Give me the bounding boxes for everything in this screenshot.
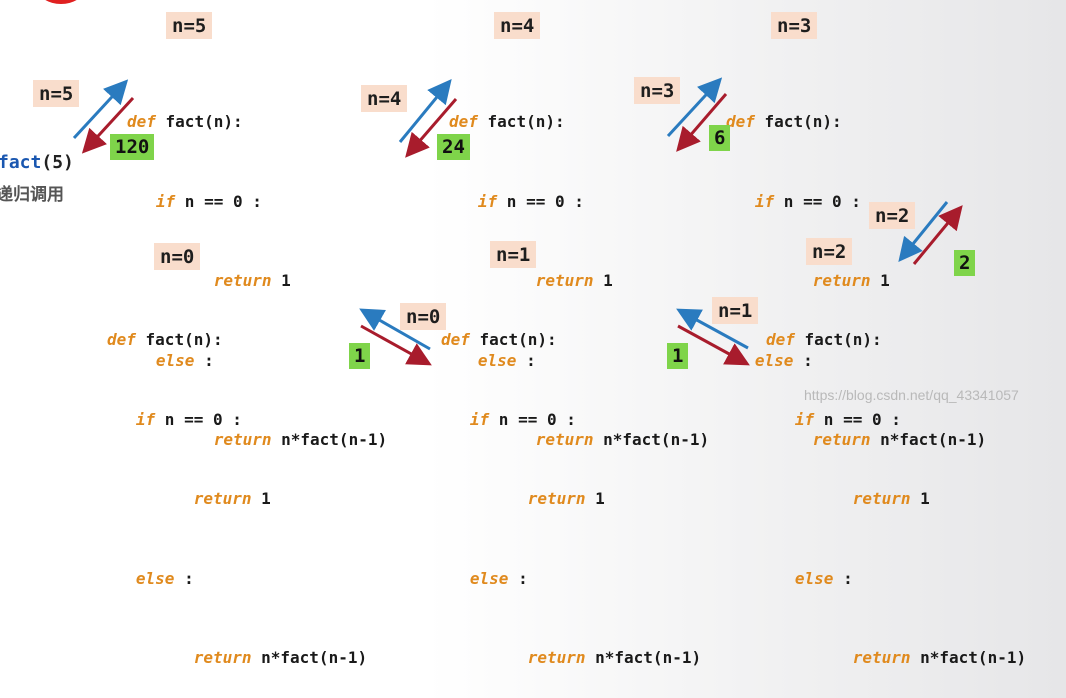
def-keyword: def — [441, 330, 470, 349]
condition: n == 0 : — [175, 191, 262, 211]
function-signature: fact(n): — [155, 112, 243, 131]
else-keyword: else — [155, 350, 195, 370]
def-keyword: def — [726, 112, 755, 131]
base-return-value: 1 — [593, 271, 613, 290]
else-keyword: else — [469, 568, 509, 588]
return-keyword: return — [852, 648, 911, 667]
function-signature: fact(n): — [135, 330, 223, 349]
function-signature: fact(n): — [469, 330, 557, 349]
result-120: 120 — [110, 134, 155, 160]
result-6: 6 — [709, 125, 731, 151]
else-keyword: else — [135, 568, 175, 588]
else-keyword: else — [477, 350, 517, 370]
call-arrow-0 — [359, 308, 431, 351]
if-keyword: if — [754, 191, 775, 211]
return-keyword: return — [527, 648, 586, 667]
call-arrow-3 — [666, 77, 723, 138]
return-keyword: return — [852, 489, 911, 508]
return-arrow-3 — [676, 93, 728, 152]
return-keyword: return — [193, 489, 252, 508]
return-arrow-5 — [81, 96, 135, 154]
recursion-caption: 递归调用 — [0, 185, 64, 205]
arrow-label-n5: n=5 — [33, 80, 80, 107]
base-return-value: 1 — [870, 271, 890, 290]
return-arrow-4 — [405, 98, 458, 158]
call-argument: (5) — [41, 152, 74, 173]
frame-label-n2: n=2 — [806, 238, 853, 265]
arrow-label-n4: n=4 — [361, 85, 408, 112]
call-arrow-5 — [72, 79, 129, 140]
def-keyword: def — [107, 330, 136, 349]
return-keyword: return — [213, 271, 272, 290]
return-keyword: return — [527, 489, 586, 508]
else-colon: : — [833, 568, 853, 588]
result-1-from-n1: 1 — [667, 343, 689, 369]
condition: n == 0 : — [774, 191, 861, 211]
call-return-arrows — [72, 77, 963, 366]
condition: n == 0 : — [489, 409, 576, 429]
call-function-name: fact — [0, 152, 42, 173]
return-arrow-1 — [677, 324, 750, 366]
else-colon: : — [174, 568, 194, 588]
return-keyword: return — [812, 271, 871, 290]
else-keyword: else — [754, 350, 794, 370]
recursive-expression: n*fact(n-1) — [910, 648, 1027, 667]
base-return-value: 1 — [910, 489, 930, 508]
result-24: 24 — [437, 134, 470, 160]
if-keyword: if — [135, 409, 156, 429]
def-keyword: def — [766, 330, 795, 349]
base-return-value: 1 — [585, 489, 605, 508]
if-keyword: if — [469, 409, 490, 429]
else-colon: : — [793, 350, 813, 370]
recursive-expression: n*fact(n-1) — [251, 648, 368, 667]
call-arrow-1 — [676, 308, 749, 350]
function-signature: fact(n): — [754, 112, 842, 131]
initial-call: fact(5) — [0, 152, 74, 173]
arrow-label-n3: n=3 — [634, 77, 681, 104]
function-signature: fact(n): — [794, 330, 882, 349]
else-keyword: else — [794, 568, 834, 588]
else-colon: : — [516, 350, 536, 370]
result-2: 2 — [954, 250, 976, 276]
watermark: https://blog.csdn.net/qq_43341057 — [804, 387, 1019, 403]
if-keyword: if — [155, 191, 176, 211]
arrow-label-n1: n=1 — [712, 297, 759, 324]
base-return-value: 1 — [251, 489, 271, 508]
result-1-from-n0: 1 — [349, 343, 371, 369]
if-keyword: if — [477, 191, 498, 211]
condition: n == 0 : — [155, 409, 242, 429]
frame-label-n0: n=0 — [154, 243, 201, 270]
condition: n == 0 : — [814, 409, 901, 429]
condition: n == 0 : — [497, 191, 584, 211]
recursive-expression: n*fact(n-1) — [585, 648, 702, 667]
return-arrow-2 — [912, 205, 963, 265]
def-keyword: def — [127, 112, 156, 131]
frame-label-n1: n=1 — [490, 241, 537, 268]
return-keyword: return — [535, 271, 594, 290]
else-colon: : — [508, 568, 528, 588]
arrow-label-n2: n=2 — [869, 202, 916, 229]
arrow-label-n0: n=0 — [400, 303, 447, 330]
return-arrow-0 — [360, 324, 432, 366]
def-keyword: def — [449, 112, 478, 131]
frame-label-n4: n=4 — [494, 12, 541, 39]
frame-label-n3: n=3 — [771, 12, 818, 39]
if-keyword: if — [794, 409, 815, 429]
frame-label-n5: n=5 — [166, 12, 213, 39]
else-colon: : — [194, 350, 214, 370]
return-keyword: return — [193, 648, 252, 667]
red-marker — [38, 0, 84, 4]
base-return-value: 1 — [271, 271, 291, 290]
function-signature: fact(n): — [477, 112, 565, 131]
